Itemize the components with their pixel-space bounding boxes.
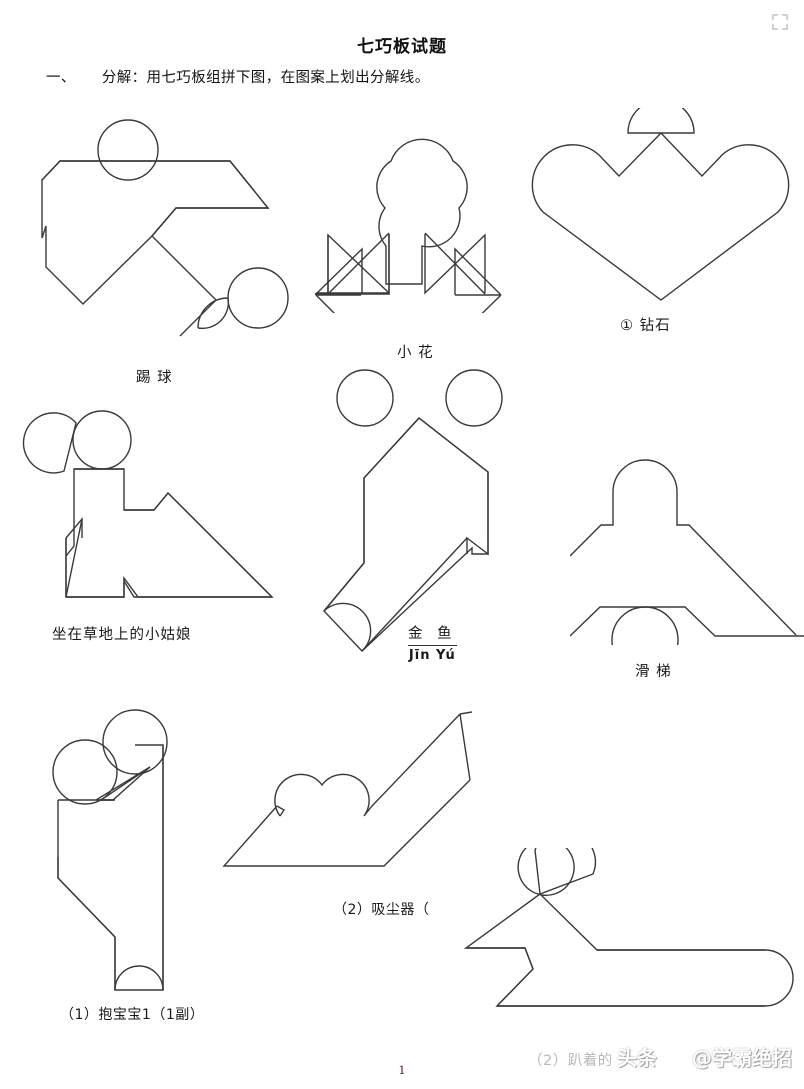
caption-goldfish-hanzi: 金 鱼: [408, 622, 457, 646]
figure-holding-baby: [35, 700, 210, 995]
figure-kick-ball: [30, 108, 310, 338]
page-number: 1: [398, 1064, 406, 1077]
figure-goldfish: [322, 368, 522, 668]
caption-holding-baby: （1）抱宝宝1（1副）: [60, 1007, 205, 1023]
instruction-number: 一、: [46, 70, 76, 86]
watermark-brand: 头条: [617, 1046, 657, 1070]
page-title: 七巧板试题: [357, 37, 447, 57]
caption-little-flower: 小 花: [397, 345, 434, 361]
caption-lying-figure: （2）趴着的: [528, 1053, 613, 1069]
caption-diamond: ① 钻石: [620, 318, 671, 334]
figure-little-flower: [315, 108, 530, 313]
caption-kick-ball: 踢 球: [136, 370, 173, 386]
caption-girl-on-grass: 坐在草地上的小姑娘: [52, 627, 192, 643]
caption-goldfish: 金 鱼 Jīn Yú: [408, 622, 457, 663]
caption-goldfish-pinyin: Jīn Yú: [408, 648, 456, 663]
caption-slide: 滑 梯: [635, 664, 672, 680]
figure-slide: [570, 455, 804, 645]
figure-vacuum-cleaner: [222, 688, 472, 878]
figure-lying-figure: [445, 848, 800, 1038]
instruction-line: 一、 分解：用七巧板组拼下图，在图案上划出分解线。: [46, 66, 430, 87]
expand-fullscreen-icon[interactable]: [770, 12, 790, 32]
watermark-handle: @学霸绝招: [692, 1046, 792, 1070]
caption-vacuum-cleaner: （2）吸尘器（: [333, 902, 430, 918]
instruction-text: 分解：用七巧板组拼下图，在图案上划出分解线。: [101, 70, 430, 86]
figure-girl-on-grass: [14, 406, 294, 611]
watermark-logo-icon: [662, 1044, 687, 1069]
figure-diamond: [530, 108, 795, 303]
watermark: 头条 @学霸绝招: [617, 1042, 792, 1071]
